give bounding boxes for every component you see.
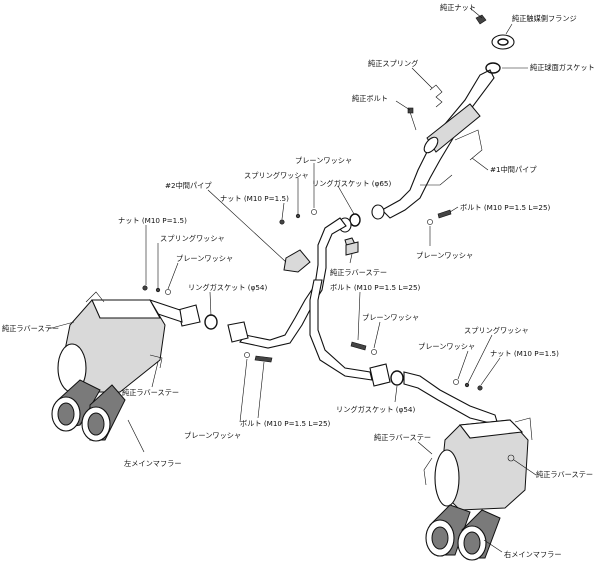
label-bolt-right: ボルト (M10 P=1.5 L=25) xyxy=(460,203,551,212)
label-right-main-muffler: 右メインマフラー xyxy=(504,550,562,559)
ring-gasket-65 xyxy=(349,213,361,227)
ring-gasket-54-right xyxy=(390,370,404,386)
oem-ball-gasket xyxy=(485,62,501,74)
oem-nut-icon xyxy=(475,14,487,25)
label-mid-pipe-1: #1中間パイプ xyxy=(490,165,537,174)
right-muffler-stay-mount xyxy=(507,454,515,462)
pipe-1-branch xyxy=(420,174,453,186)
right-muffler-stay-left xyxy=(423,457,433,486)
plain-washer-left-icon xyxy=(165,289,171,295)
plain-washer-right2-icon xyxy=(453,379,459,385)
mid-pipe-2-right xyxy=(309,279,373,381)
right-muffler-hanger xyxy=(514,417,533,441)
bolt-center-icon xyxy=(350,341,367,351)
label-plain-washer-bottom: プレーンワッシャ xyxy=(184,431,241,440)
right-muffler-end-cap xyxy=(434,449,460,507)
label-plain-washer-center: プレーンワッシャ xyxy=(362,313,419,322)
label-oem-rubber-stay-right-b: 純正ラバーステー xyxy=(536,470,593,479)
mid-pipe-2-left xyxy=(239,217,347,349)
label-oem-spring: 純正スプリング xyxy=(368,59,418,68)
bolt-right-icon xyxy=(437,209,452,219)
pipe-2-bracket xyxy=(283,249,311,273)
fasteners xyxy=(142,209,483,391)
label-ring-gasket-65: リングガスケット (φ65) xyxy=(312,179,391,188)
nut-right-icon xyxy=(477,385,483,391)
pipe-1-flange xyxy=(371,204,385,220)
label-nut-m10-top: ナット (M10 P=1.5) xyxy=(220,194,289,203)
left-muffler-top xyxy=(91,299,161,319)
plain-washer-center-icon xyxy=(371,349,377,355)
oem-cat-flange-hole xyxy=(497,38,509,46)
nut-top-icon xyxy=(279,219,285,225)
label-nut-m10-right: ナット (M10 P=1.5) xyxy=(490,349,559,358)
spring-washer-left-icon xyxy=(155,287,161,293)
label-oem-rubber-stay-left: 純正ラバーステー xyxy=(2,324,59,333)
right-tip-1-bore xyxy=(431,526,449,550)
label-nut-m10-left: ナット (M10 P=1.5) xyxy=(118,216,187,225)
label-spring-washer-left: スプリングワッシャ xyxy=(160,234,225,243)
right-muffler-inlet xyxy=(403,371,499,426)
label-mid-pipe-2: #2中間パイプ xyxy=(165,181,212,190)
plain-washer-top-icon xyxy=(311,209,317,215)
top-hardware xyxy=(407,14,515,131)
pipe-assembly xyxy=(149,69,499,426)
label-oem-nut: 純正ナット xyxy=(440,3,476,12)
label-oem-rubber-stay-left2: 純正ラバーステー xyxy=(122,388,179,397)
ring-gasket-54-left xyxy=(204,314,218,330)
label-oem-cat-flange: 純正触媒側フランジ xyxy=(512,14,577,23)
label-oem-rubber-stay-center: 純正ラバーステー xyxy=(330,268,387,277)
plain-washer-right-icon xyxy=(427,219,433,225)
label-plain-washer-right: プレーンワッシャ xyxy=(416,251,473,260)
bolt-bottom-icon xyxy=(254,355,273,363)
label-spring-washer-top: スプリングワッシャ xyxy=(244,171,309,180)
right-main-muffler xyxy=(423,417,533,561)
leader-lines xyxy=(47,7,537,553)
rubber-stay-center-icon xyxy=(345,241,359,256)
left-muffler-stay xyxy=(149,354,163,369)
oem-spring-icon xyxy=(429,84,443,108)
left-tip-2-bore xyxy=(87,412,105,436)
label-ring-gasket-54-right: リングガスケット (φ54) xyxy=(336,405,415,414)
oem-bolt-head xyxy=(407,107,414,114)
label-left-main-muffler: 左メインマフラー xyxy=(124,459,182,468)
label-plain-washer-left: プレーンワッシャ xyxy=(176,254,233,263)
oem-cat-flange xyxy=(491,34,515,50)
oem-bolt-icon xyxy=(409,111,417,131)
spring-washer-right-icon xyxy=(464,382,470,388)
label-plain-washer-right2: プレーンワッシャ xyxy=(418,342,475,351)
label-oem-ball-gasket: 純正球面ガスケット xyxy=(530,63,595,72)
pipe-1-hanger xyxy=(454,129,483,161)
right-pipe-flange xyxy=(369,363,391,387)
label-bolt-center: ボルト (M10 P=1.5 L=25) xyxy=(330,283,421,292)
nut-left-icon xyxy=(142,285,148,291)
resonator-end xyxy=(423,136,439,154)
left-muffler-hanger xyxy=(85,291,105,303)
labels: 純正ナット 純正触媒側フランジ 純正スプリング 純正球面ガスケット 純正ボルト … xyxy=(2,3,595,559)
label-oem-rubber-stay-right-a: 純正ラバーステー xyxy=(374,433,431,442)
label-oem-bolt: 純正ボルト xyxy=(352,94,388,103)
label-ring-gasket-54-left: リングガスケット (φ54) xyxy=(188,283,267,292)
left-tip-1-bore xyxy=(57,402,75,426)
left-main-muffler xyxy=(51,291,166,442)
spring-washer-top-icon xyxy=(295,213,301,219)
left-pipe-flange xyxy=(227,321,249,343)
right-muffler-top xyxy=(458,419,524,439)
plain-washer-bottom-icon xyxy=(244,352,250,358)
right-tip-2-bore xyxy=(463,531,481,555)
label-spring-washer-right: スプリングワッシャ xyxy=(464,326,529,335)
label-bolt-bottom: ボルト (M10 P=1.5 L=25) xyxy=(240,419,331,428)
label-plain-washer-top: プレーンワッシャ xyxy=(295,156,352,165)
